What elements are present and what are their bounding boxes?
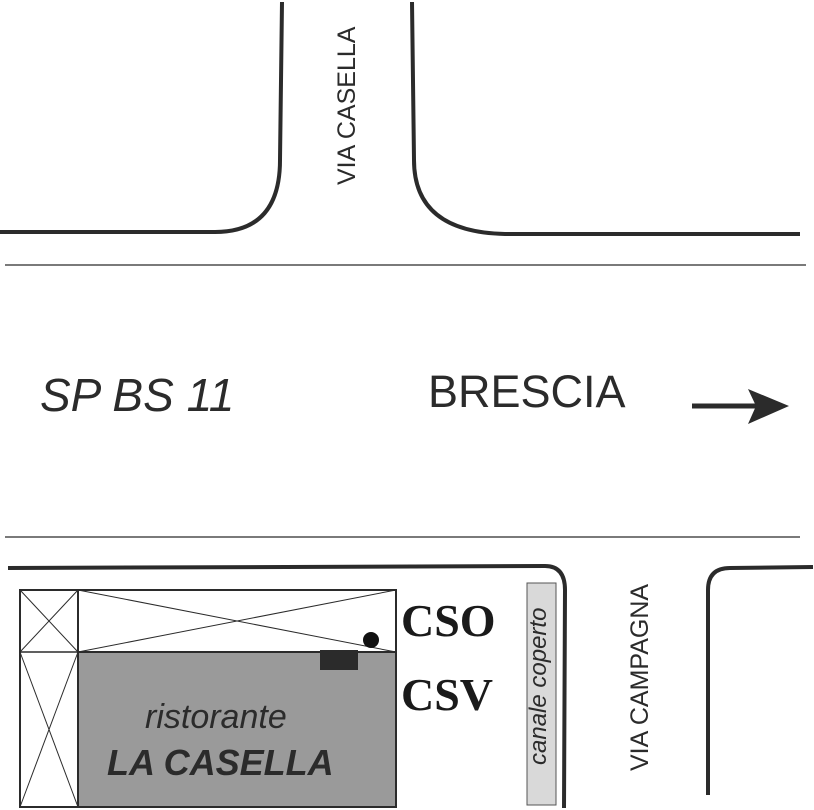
via-campagna-label: VIA CAMPAGNA	[626, 583, 654, 771]
arrow-right-icon	[692, 389, 789, 424]
covered-canal	[526, 582, 557, 806]
canal-label: canale coperto	[525, 607, 552, 765]
curb-northwest	[0, 1, 284, 234]
restaurant-type-label: ristorante	[145, 698, 287, 736]
restaurant-name-label: LA CASELLA	[107, 742, 334, 783]
curb-northeast	[410, 1, 800, 236]
destination-label: BRESCIA	[428, 366, 626, 417]
via-casella-label: VIA CASELLA	[333, 26, 361, 185]
crossed-annex-left	[19, 589, 79, 808]
curb-southeast	[706, 565, 814, 795]
csv-marker-label: CSV	[401, 669, 494, 720]
restaurant-building	[77, 651, 397, 808]
cso-marker-label: CSO	[401, 595, 496, 646]
curb-southwest	[7, 563, 568, 809]
location-dot	[363, 632, 379, 648]
main-road-label: SP BS 11	[40, 369, 235, 421]
entrance-marker	[320, 650, 358, 670]
